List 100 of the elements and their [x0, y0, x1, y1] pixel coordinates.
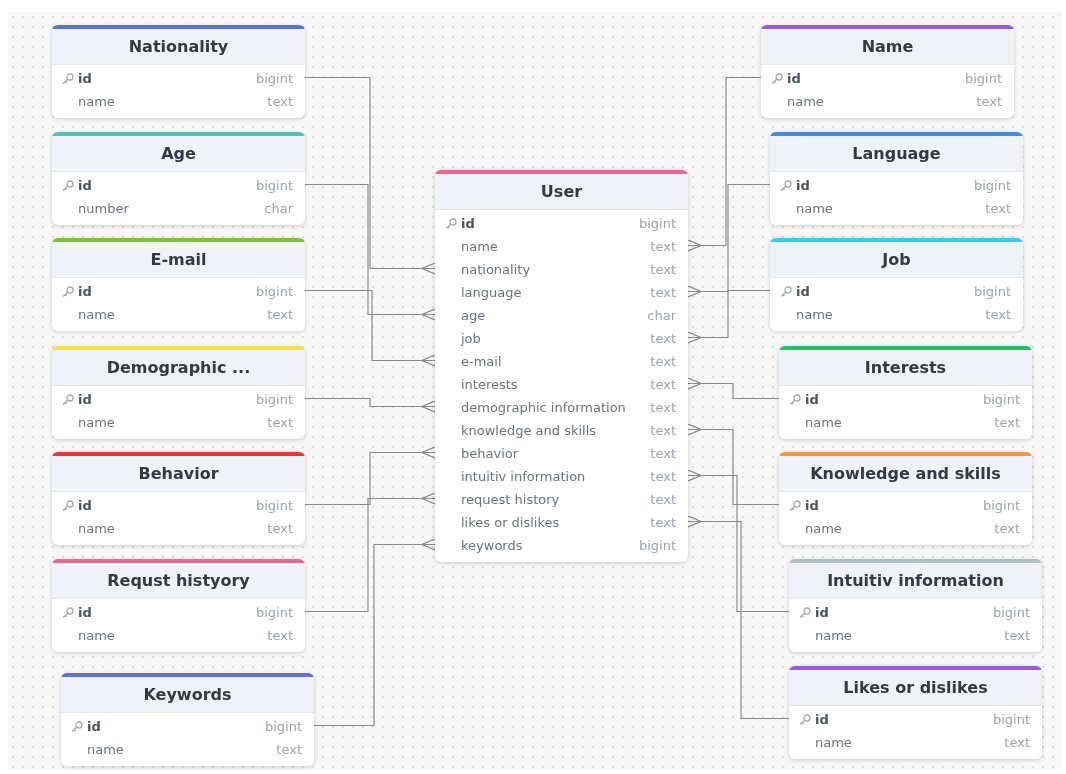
- column-name: language: [461, 284, 522, 301]
- relationship-line: [304, 397, 436, 413]
- column-name: likes or dislikes: [461, 514, 560, 531]
- table-title: E-mail: [52, 242, 305, 278]
- column-type: bigint: [992, 604, 1030, 621]
- relationship-line: [687, 469, 790, 613]
- entity-table: [435, 170, 688, 562]
- entity-table: [761, 25, 1014, 118]
- column-name: name: [78, 414, 115, 431]
- column-type: bigint: [255, 604, 293, 621]
- column-name: id: [787, 70, 801, 87]
- table-title: Nationality: [52, 29, 305, 65]
- column-type: text: [650, 514, 676, 531]
- relationship-line: [687, 515, 790, 720]
- column-type: text: [267, 414, 293, 431]
- relationship-line: [687, 377, 780, 400]
- column-name: id: [805, 497, 819, 514]
- column-name: intuitiv information: [461, 468, 586, 485]
- column-type: bigint: [255, 177, 293, 194]
- entity-table: [52, 559, 305, 652]
- column-type: bigint: [255, 283, 293, 300]
- column-type: text: [267, 520, 293, 537]
- entity-table: [52, 132, 305, 225]
- column-name: name: [461, 238, 498, 255]
- column-type: text: [1004, 734, 1030, 751]
- column-name: id: [805, 391, 819, 408]
- relationship-line: [304, 289, 436, 367]
- entity-table: [52, 452, 305, 545]
- column-type: text: [650, 399, 676, 416]
- relationship-line: [304, 446, 436, 506]
- entity-table: [789, 559, 1042, 652]
- column-name: id: [815, 711, 829, 728]
- column-type: bigint: [264, 718, 302, 735]
- column-type: text: [976, 93, 1002, 110]
- column-name: id: [796, 177, 810, 194]
- column-name: id: [461, 215, 475, 232]
- column-name: name: [78, 93, 115, 110]
- table-title: Name: [761, 29, 1014, 65]
- column-name: name: [78, 520, 115, 537]
- column-type: text: [650, 353, 676, 370]
- column-name: name: [796, 200, 833, 217]
- column-type: bigint: [638, 215, 676, 232]
- entity-table: [779, 452, 1032, 545]
- table-title: Intuitiv information: [789, 563, 1042, 599]
- column-name: behavior: [461, 445, 519, 462]
- column-type: text: [994, 414, 1020, 431]
- column-type: bigint: [255, 497, 293, 514]
- entity-table: [61, 673, 314, 766]
- column-type: text: [650, 445, 676, 462]
- table-title: Knowledge and skills: [779, 456, 1032, 492]
- column-name: name: [796, 306, 833, 323]
- column-name: knowledge and skills: [461, 422, 597, 439]
- column-type: text: [650, 468, 676, 485]
- column-name: id: [78, 497, 92, 514]
- column-name: id: [78, 283, 92, 300]
- column-name: id: [87, 718, 101, 735]
- column-type: text: [985, 200, 1011, 217]
- column-name: nationality: [461, 261, 531, 278]
- table-title: User: [435, 174, 688, 210]
- column-name: demographic information: [461, 399, 626, 416]
- entity-table: [52, 346, 305, 439]
- column-name: name: [87, 741, 124, 758]
- column-type: bigint: [255, 391, 293, 408]
- column-name: id: [796, 283, 810, 300]
- column-type: text: [994, 520, 1020, 537]
- entity-table: [52, 25, 305, 118]
- relationship-line: [304, 492, 436, 613]
- column-name: name: [78, 627, 115, 644]
- relationship-line: [687, 183, 771, 298]
- column-name: name: [78, 306, 115, 323]
- relationship-line: [304, 76, 436, 275]
- column-type: text: [276, 741, 302, 758]
- column-type: bigint: [255, 70, 293, 87]
- column-type: text: [267, 627, 293, 644]
- table-title: Age: [52, 136, 305, 172]
- column-type: text: [650, 330, 676, 347]
- table-title: Language: [770, 136, 1023, 172]
- table-title: Demographic ...: [52, 350, 305, 386]
- column-name: id: [78, 604, 92, 621]
- column-type: bigint: [992, 711, 1030, 728]
- column-type: text: [650, 284, 676, 301]
- relationship-line: [304, 183, 436, 321]
- entity-table: [779, 346, 1032, 439]
- table-title: Job: [770, 242, 1023, 278]
- column-type: bigint: [982, 497, 1020, 514]
- column-type: text: [650, 238, 676, 255]
- column-type: text: [1004, 627, 1030, 644]
- column-name: name: [815, 734, 852, 751]
- column-type: text: [650, 422, 676, 439]
- column-type: char: [647, 307, 676, 324]
- column-name: keywords: [461, 537, 523, 554]
- column-name: e-mail: [461, 353, 502, 370]
- entity-table: [789, 666, 1042, 759]
- relationship-line: [687, 423, 780, 506]
- table-title: Keywords: [61, 677, 314, 713]
- column-type: bigint: [973, 177, 1011, 194]
- column-type: text: [267, 306, 293, 323]
- column-name: id: [78, 70, 92, 87]
- column-type: char: [264, 200, 293, 217]
- column-type: text: [650, 376, 676, 393]
